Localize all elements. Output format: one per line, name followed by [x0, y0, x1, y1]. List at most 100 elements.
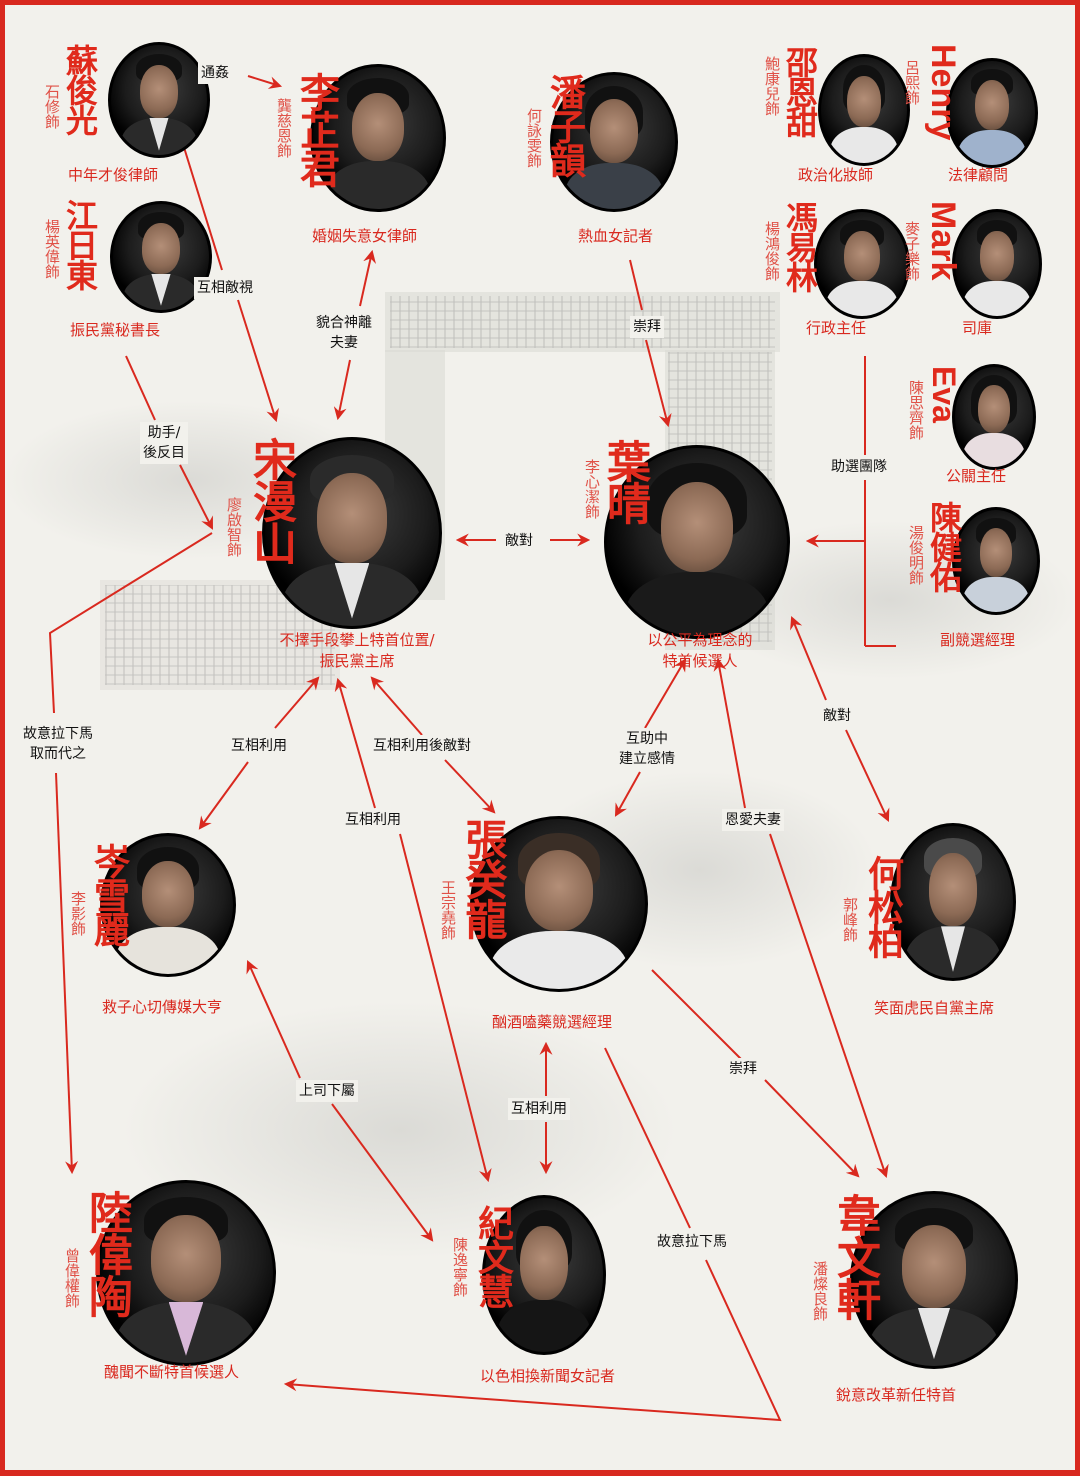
portrait: [814, 209, 910, 319]
relation-label-line: 互助中: [626, 731, 668, 747]
portrait: [952, 507, 1040, 615]
actor-credit: 郭峰飾: [841, 897, 859, 942]
role-line: 特首候選人: [662, 652, 738, 670]
character-role: 醜聞不斷特首候選人: [104, 1363, 240, 1381]
character-name: 江日東: [61, 199, 99, 289]
relation-label-line: 夫妻: [330, 335, 358, 351]
character-pan-ziyun[interactable]: 潘子韻 何詠雯飾 熱血女記者: [520, 60, 710, 250]
relation-label-ye-he: 敵對: [820, 705, 854, 727]
relation-label-zhang-lu: 故意拉下馬: [654, 1231, 730, 1253]
portrait: [100, 833, 236, 977]
character-role: 政治化妝師: [798, 166, 874, 184]
relation-label-ye-wei: 恩愛夫妻: [722, 809, 784, 831]
background-building-grid: [390, 296, 775, 348]
background-building-top: [385, 292, 780, 352]
character-role: 法律顧問: [948, 166, 1009, 184]
character-name: 岑雪麗: [88, 843, 129, 945]
actor-credit: 陳逸寧飾: [451, 1237, 469, 1297]
portrait: [550, 72, 678, 212]
relation-label-song-ji: 互相利用: [342, 809, 404, 831]
portrait: [818, 54, 910, 166]
character-name: 陸偉陶: [81, 1190, 132, 1316]
actor-credit: 陳思齊飾: [907, 380, 925, 440]
character-role: 行政主任: [806, 319, 867, 337]
portrait: [890, 823, 1016, 981]
actor-credit: 李影飾: [69, 891, 87, 936]
portrait: [952, 209, 1042, 319]
character-name: Eva: [926, 366, 962, 423]
character-eva[interactable]: Eva 陳思齊飾 公關主任: [900, 350, 1050, 500]
portrait: [850, 1191, 1018, 1369]
character-role: 不擇手段攀上特首位置/ 振民黨主席: [252, 630, 462, 672]
relation-label-song-zhang: 互相利用後敵對: [370, 735, 474, 757]
relation-label-line: 建立感情: [619, 751, 675, 767]
role-line: 以公平為理念的: [647, 631, 753, 649]
relation-label-ye-zhang: 互助中 建立感情: [616, 728, 678, 770]
actor-credit: 鮑康兒飾: [763, 56, 781, 116]
character-cen-xueli[interactable]: 岑雪麗 李影飾 救子心切傳媒大亨: [60, 825, 260, 1025]
actor-credit: 何詠雯飾: [525, 108, 543, 168]
character-name: 宋漫山: [245, 437, 296, 563]
character-lu-weitao[interactable]: 陸偉陶 曾偉權飾 醜聞不斷特首候選人: [60, 1180, 290, 1400]
portrait: [310, 64, 446, 212]
relation-label-cen-ji: 上司下屬: [296, 1080, 358, 1102]
character-li-zhijun[interactable]: 李芷君 龔慈恩飾 婚姻失意女律師: [270, 60, 460, 250]
character-wei-wenxuan[interactable]: 韋文軒 潘燦良飾 銳意改革新任特首: [810, 1185, 1040, 1415]
character-role: 中年才俊律師: [68, 166, 159, 184]
relation-label-zhang-wei: 崇拜: [726, 1058, 760, 1080]
actor-credit: 呂熙飾: [903, 60, 921, 105]
actor-credit: 麥子樂飾: [903, 221, 921, 281]
character-chen-jianyou[interactable]: 陳健佑 湯俊明飾 副競選經理: [900, 495, 1050, 655]
character-jiang-ridong[interactable]: 江日東 楊英偉飾 振民黨秘書長: [40, 195, 212, 345]
actor-credit: 龔慈恩飾: [275, 98, 293, 158]
character-zhang-guilong[interactable]: 張癸龍 王宗堯飾 酗酒嗑藥競選經理: [439, 810, 660, 1040]
character-role: 酗酒嗑藥競選經理: [492, 1013, 613, 1031]
actor-credit: 湯俊明飾: [907, 525, 925, 585]
character-role: 笑面虎民自黨主席: [874, 999, 995, 1017]
actor-credit: 石修飾: [43, 84, 61, 129]
relation-label-pan-ye: 崇拜: [630, 316, 664, 338]
relation-label-line: 故意拉下馬: [23, 726, 93, 742]
actor-credit: 李心潔飾: [583, 459, 601, 519]
portrait: [482, 1195, 606, 1355]
relation-label-line: 後反目: [143, 445, 185, 461]
relation-label-su-li: 通姦: [198, 62, 232, 84]
portrait: [946, 58, 1038, 168]
portrait: [110, 201, 212, 313]
character-shao-entian[interactable]: 邵恩甜 鮑康兒飾 政治化妝師: [760, 40, 910, 190]
character-su-junguang[interactable]: 蘇俊光 石修飾 中年才俊律師: [40, 40, 210, 190]
character-role: 熱血女記者: [578, 227, 654, 245]
character-name: 潘子韻: [544, 74, 585, 176]
portrait: [470, 816, 648, 992]
character-name: Mark: [924, 201, 962, 281]
character-name: 張癸龍: [459, 818, 508, 938]
character-he-songbai[interactable]: 何松柏 郭峰飾 笑面虎民自黨主席: [840, 815, 1040, 1025]
character-ye-qing[interactable]: 葉晴 李心潔飾 以公平為理念的 特首候選人: [580, 425, 810, 675]
character-role: 救子心切傳媒大亨: [102, 998, 223, 1016]
character-feng-yilin[interactable]: 馮易林 楊鴻俊飾 行政主任: [760, 195, 910, 345]
character-henry[interactable]: Henry 呂熙飾 法律顧問: [900, 40, 1050, 190]
character-name: Henry: [924, 44, 962, 141]
character-role: 以公平為理念的 特首候選人: [630, 630, 770, 672]
character-name: 蘇俊光: [61, 44, 99, 134]
actor-credit: 楊鴻俊飾: [763, 221, 781, 281]
character-mark[interactable]: Mark 麥子樂飾 司庫: [900, 195, 1050, 345]
character-ji-wenhui[interactable]: 紀文慧 陳逸寧飾 以色相換新聞女記者: [450, 1185, 650, 1395]
character-name: 陳健佑: [925, 501, 963, 591]
character-song-manshan[interactable]: 宋漫山 廖啟智飾 不擇手段攀上特首位置/ 振民黨主席: [220, 425, 480, 675]
relation-label-line: 助手/: [147, 425, 181, 441]
character-name: 邵恩甜: [781, 46, 819, 136]
relation-label-song-ye: 敵對: [502, 530, 536, 552]
character-name: 韋文軒: [829, 1193, 880, 1319]
relation-label-li-song: 貌合神離 夫妻: [313, 312, 375, 354]
actor-credit: 曾偉權飾: [63, 1248, 81, 1308]
portrait: [604, 445, 790, 639]
relation-label-su-song: 互相敵視: [194, 277, 256, 299]
relation-label-line: 取而代之: [30, 746, 86, 762]
character-name: 李芷君: [293, 72, 339, 186]
character-role: 司庫: [962, 319, 993, 337]
character-role: 公關主任: [946, 467, 1007, 485]
relation-label-jiang-song: 助手/ 後反目: [140, 422, 188, 464]
portrait: [96, 1180, 276, 1366]
